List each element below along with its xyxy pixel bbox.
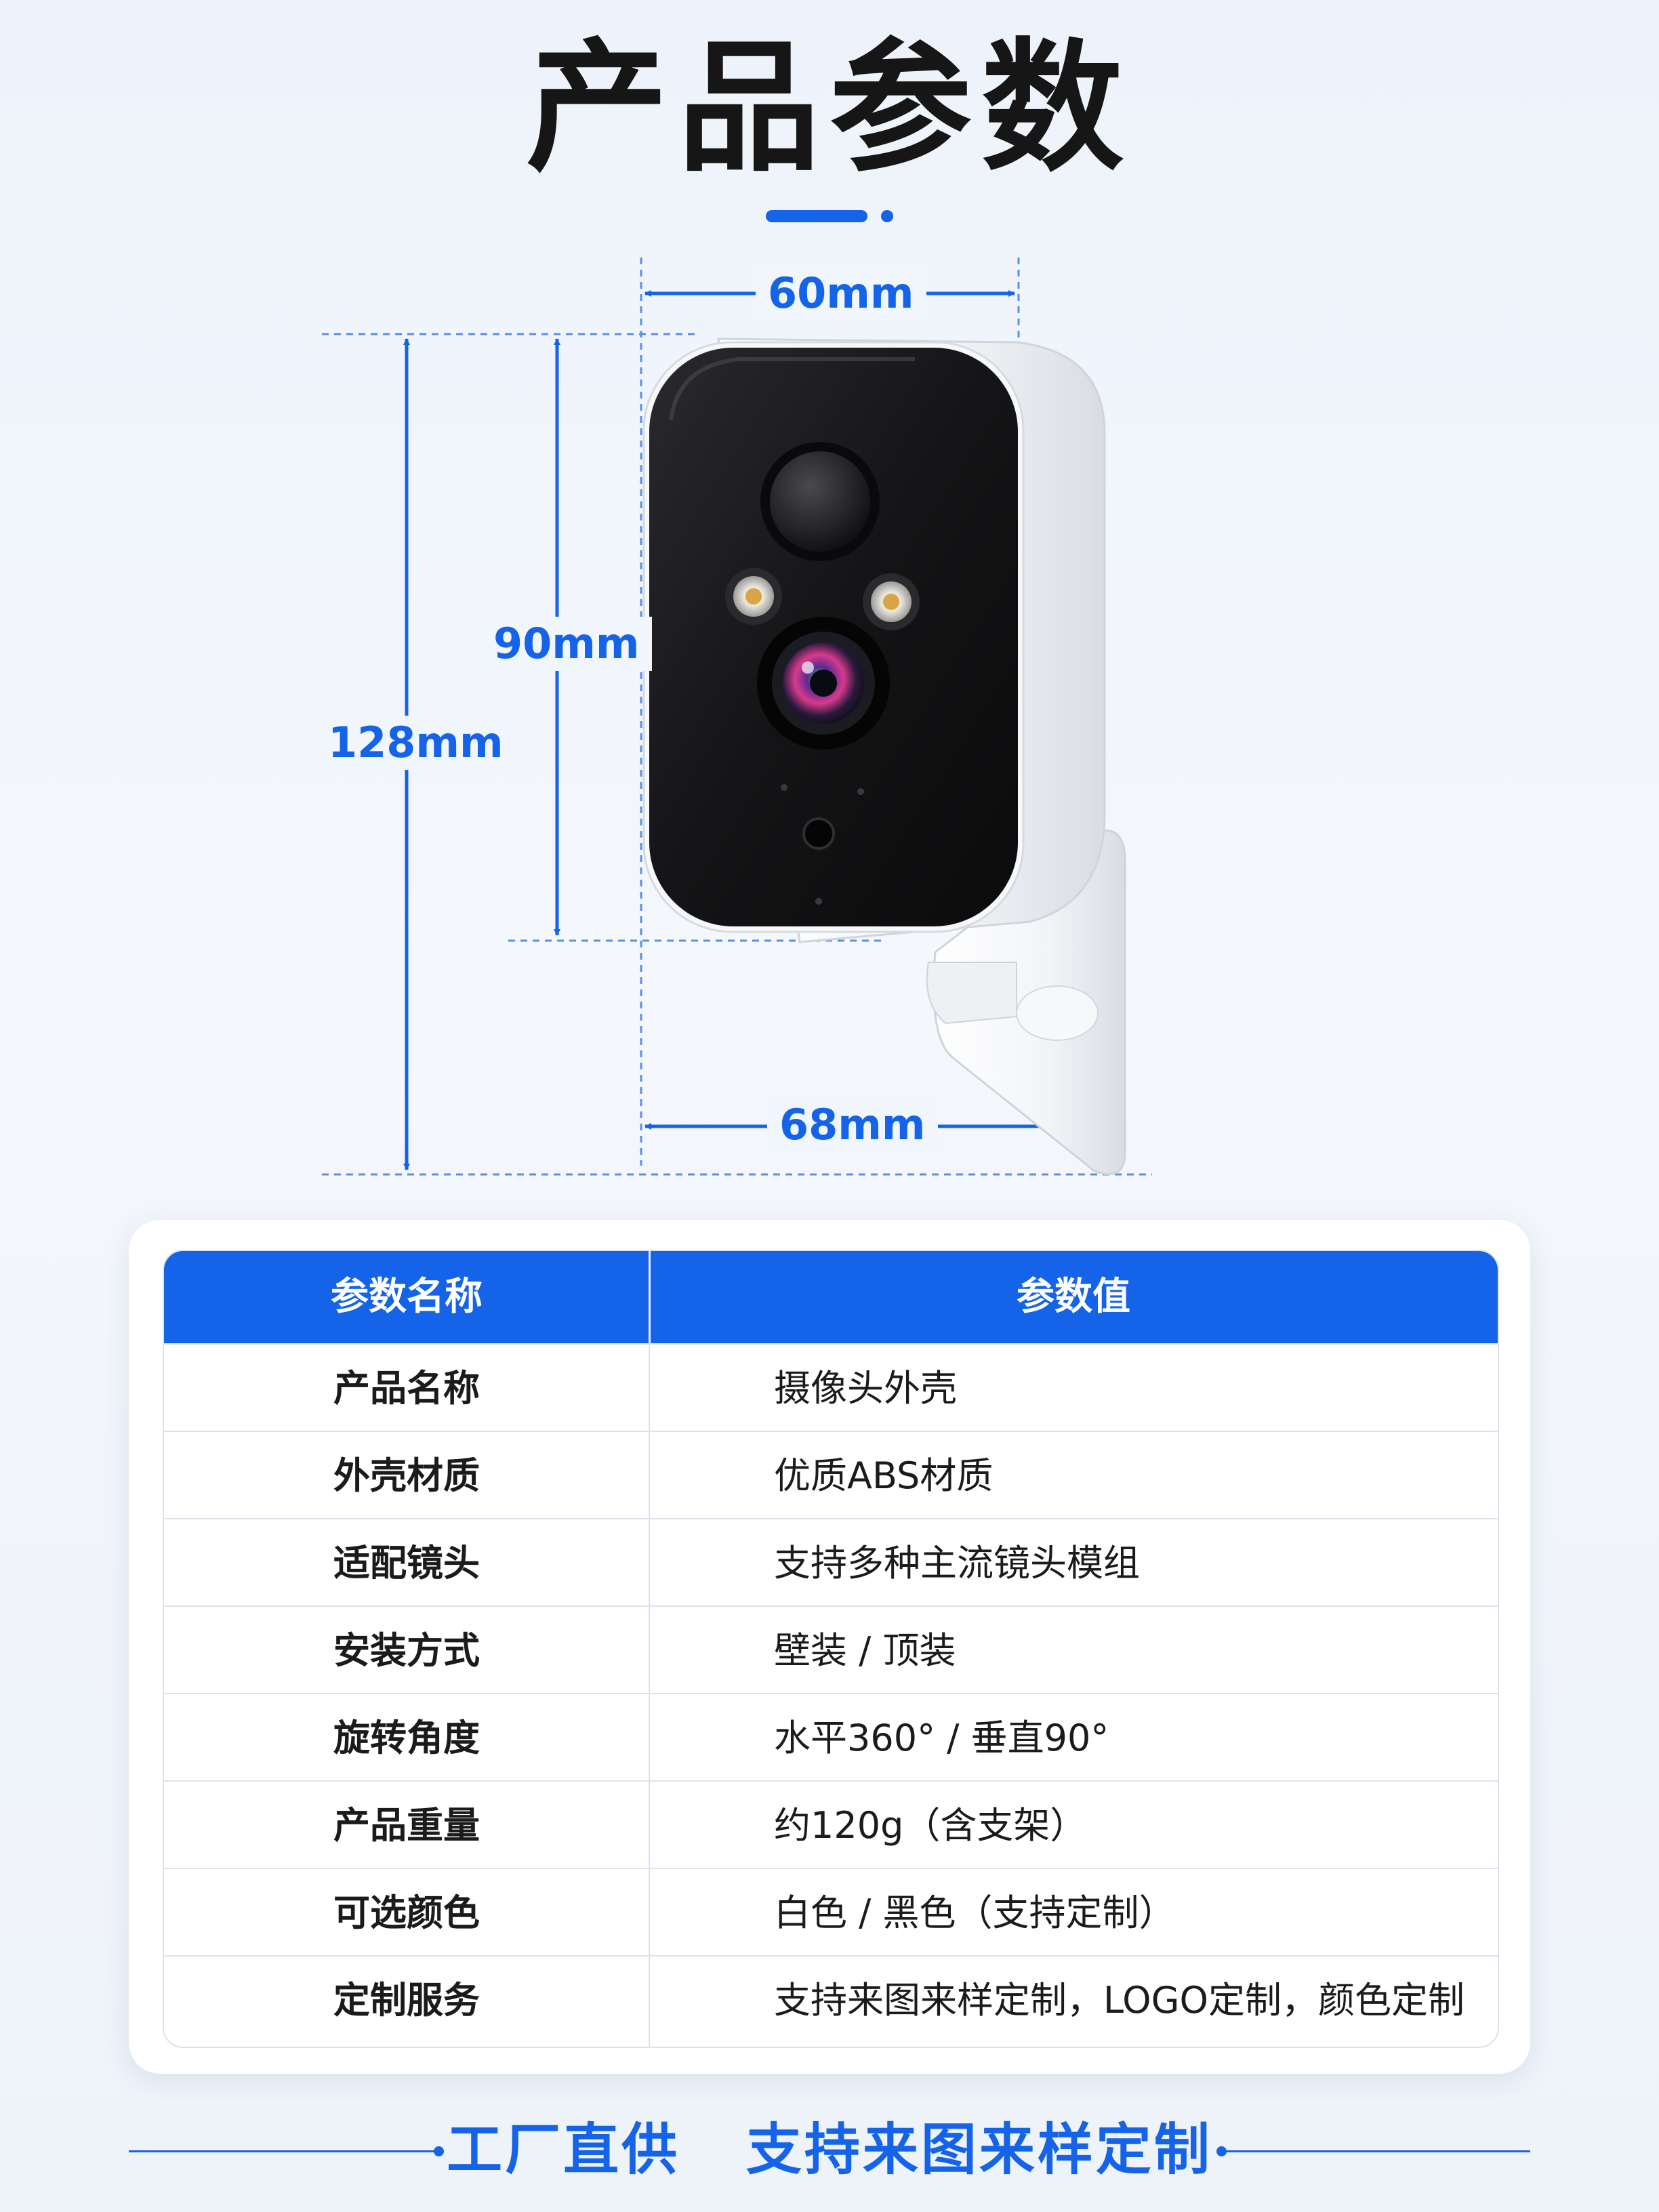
- footer-dot-left: [434, 2146, 444, 2156]
- row-name: 可选颜色: [333, 1891, 480, 1934]
- row-value: 摄像头外壳: [774, 1367, 957, 1410]
- row-name: 外壳材质: [333, 1454, 480, 1497]
- footer-slogan: 工厂直供 支持来图来样定制: [0, 2113, 1659, 2188]
- spec-table-card: 参数名称 参数值 产品名称 摄像头外壳 外壳材质 优质ABS材质 适配镜头 支持…: [129, 1220, 1530, 2074]
- row-name: 旋转角度: [333, 1717, 480, 1759]
- table-row: 定制服务 支持来图来样定制，LOGO定制，颜色定制: [164, 1955, 1498, 2044]
- row-value: 壁装 / 顶装: [774, 1629, 956, 1672]
- underline-dot: [881, 210, 893, 222]
- spec-table-header: 参数名称 参数值: [164, 1251, 1498, 1343]
- table-row: 外壳材质 优质ABS材质: [164, 1431, 1498, 1519]
- underline-bar: [766, 210, 867, 222]
- table-row: 可选颜色 白色 / 黑色（支持定制）: [164, 1868, 1498, 1957]
- width-bottom-label: 68mm: [767, 1098, 938, 1152]
- row-value: 约120g（含支架）: [774, 1804, 1087, 1847]
- footer-line-right: [1220, 2150, 1530, 2152]
- page-title: 产品参数: [525, 25, 1133, 191]
- footer-line-left: [129, 2150, 441, 2152]
- height-front-label: 90mm: [481, 617, 652, 671]
- row-value: 支持来图来样定制，LOGO定制，颜色定制: [774, 1979, 1465, 2022]
- camera-body: [642, 337, 1106, 943]
- table-row: 适配镜头 支持多种主流镜头模组: [164, 1518, 1498, 1607]
- row-name: 产品名称: [333, 1367, 480, 1410]
- table-row: 安装方式 壁装 / 顶装: [164, 1605, 1498, 1694]
- table-row: 产品重量 约120g（含支架）: [164, 1780, 1498, 1869]
- product-dimension-figure: 60mm 90mm 128mm 68mm: [316, 258, 1152, 1176]
- header-param-name: 参数名称: [331, 1275, 483, 1319]
- header-divider: [649, 1251, 651, 1343]
- header-param-value: 参数值: [1017, 1275, 1130, 1319]
- height-total-label: 128mm: [316, 716, 516, 770]
- row-name: 产品重量: [333, 1804, 480, 1847]
- slogan-part-2: 支持来图来样定制: [745, 2118, 1212, 2182]
- table-row: 产品名称 摄像头外壳: [164, 1343, 1498, 1432]
- width-top-label: 60mm: [756, 266, 926, 321]
- spec-table: 参数名称 参数值 产品名称 摄像头外壳 外壳材质 优质ABS材质 适配镜头 支持…: [163, 1250, 1499, 2048]
- row-value: 支持多种主流镜头模组: [774, 1542, 1140, 1584]
- table-row: 旋转角度 水平360° / 垂直90°: [164, 1693, 1498, 1782]
- slogan-part-1: 工厂直供: [447, 2118, 680, 2182]
- row-name: 定制服务: [333, 1979, 480, 2022]
- row-value: 优质ABS材质: [774, 1454, 994, 1497]
- row-value: 白色 / 黑色（支持定制）: [774, 1891, 1176, 1934]
- row-name: 安装方式: [333, 1629, 480, 1672]
- row-name: 适配镜头: [333, 1542, 480, 1584]
- column-divider: [649, 1343, 650, 2047]
- row-value: 水平360° / 垂直90°: [774, 1717, 1109, 1759]
- camera-dimension-drawing: [322, 258, 1152, 1176]
